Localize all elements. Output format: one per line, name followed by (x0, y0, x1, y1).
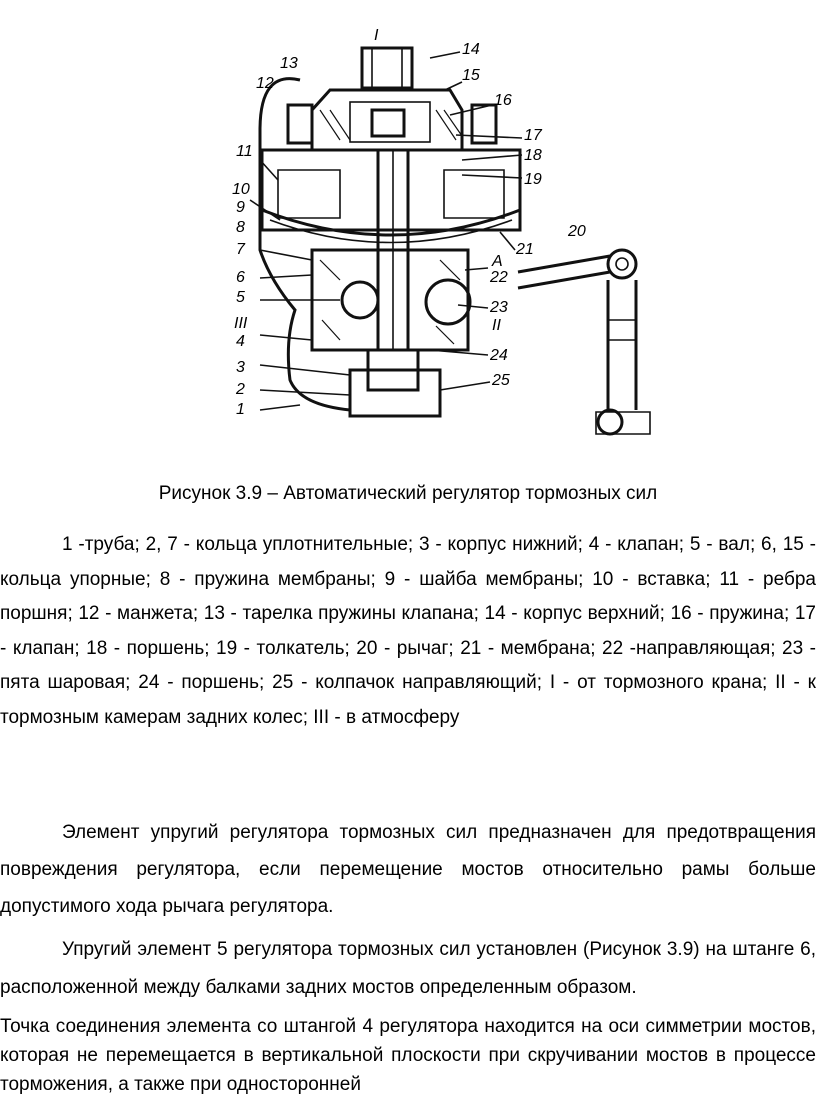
figure-label: 23 (489, 299, 508, 316)
figure-label: 16 (494, 92, 512, 109)
legend-text: 1 -труба; 2, 7 - кольца уплотнительные; … (0, 534, 816, 728)
figure-label: 21 (515, 241, 534, 258)
brake-regulator-drawing: I 14 13 15 12 16 17 18 19 11 10 9 8 21 2… (200, 10, 670, 450)
figure-label: 15 (462, 67, 480, 84)
figure-label: 18 (524, 147, 542, 164)
figure-label: 22 (489, 269, 508, 286)
figure-label: 1 (236, 401, 245, 418)
figure-label: 20 (567, 223, 586, 240)
paragraph-text: Точка соединения элемента со штангой 4 р… (0, 1016, 816, 1095)
figure-label: III (234, 315, 248, 332)
figure-label: 9 (236, 199, 245, 216)
figure-label: 10 (232, 181, 250, 198)
figure-caption: Рисунок 3.9 – Автоматический регулятор т… (158, 483, 658, 504)
figure-label: 13 (280, 55, 298, 72)
regulator-cross-section: I 14 13 15 12 16 17 18 19 11 10 9 8 21 2… (232, 27, 651, 436)
paragraph: Точка соединения элемента со штангой 4 р… (0, 1012, 816, 1099)
figure-label: 19 (524, 171, 542, 188)
figure-label: 2 (235, 381, 245, 398)
paragraph-text: Элемент упругий регулятора тормозных сил… (0, 822, 816, 917)
paragraph: Элемент упругий регулятора тормозных сил… (0, 814, 816, 925)
figure-label: 6 (236, 269, 245, 286)
figure-label: 12 (256, 75, 274, 92)
figure-label: 25 (491, 372, 510, 389)
figure-label: I (374, 27, 379, 44)
figure-label: 3 (236, 359, 245, 376)
figure-label: 24 (489, 347, 508, 364)
figure-label: 17 (524, 127, 543, 144)
figure-label: 4 (236, 333, 245, 350)
paragraph: Упругий элемент 5 регулятора тормозных с… (0, 931, 816, 1006)
figure-label: А (491, 253, 503, 270)
figure-label: 14 (462, 41, 480, 58)
paragraph-text: Упругий элемент 5 регулятора тормозных с… (0, 939, 816, 998)
figure-label: 11 (236, 143, 253, 160)
figure-label: 8 (236, 219, 245, 236)
figure-label: 7 (236, 241, 246, 258)
figure-label: II (492, 317, 501, 334)
figure-legend: 1 -труба; 2, 7 - кольца уплотнительные; … (0, 528, 816, 735)
figure-label: 5 (236, 289, 245, 306)
